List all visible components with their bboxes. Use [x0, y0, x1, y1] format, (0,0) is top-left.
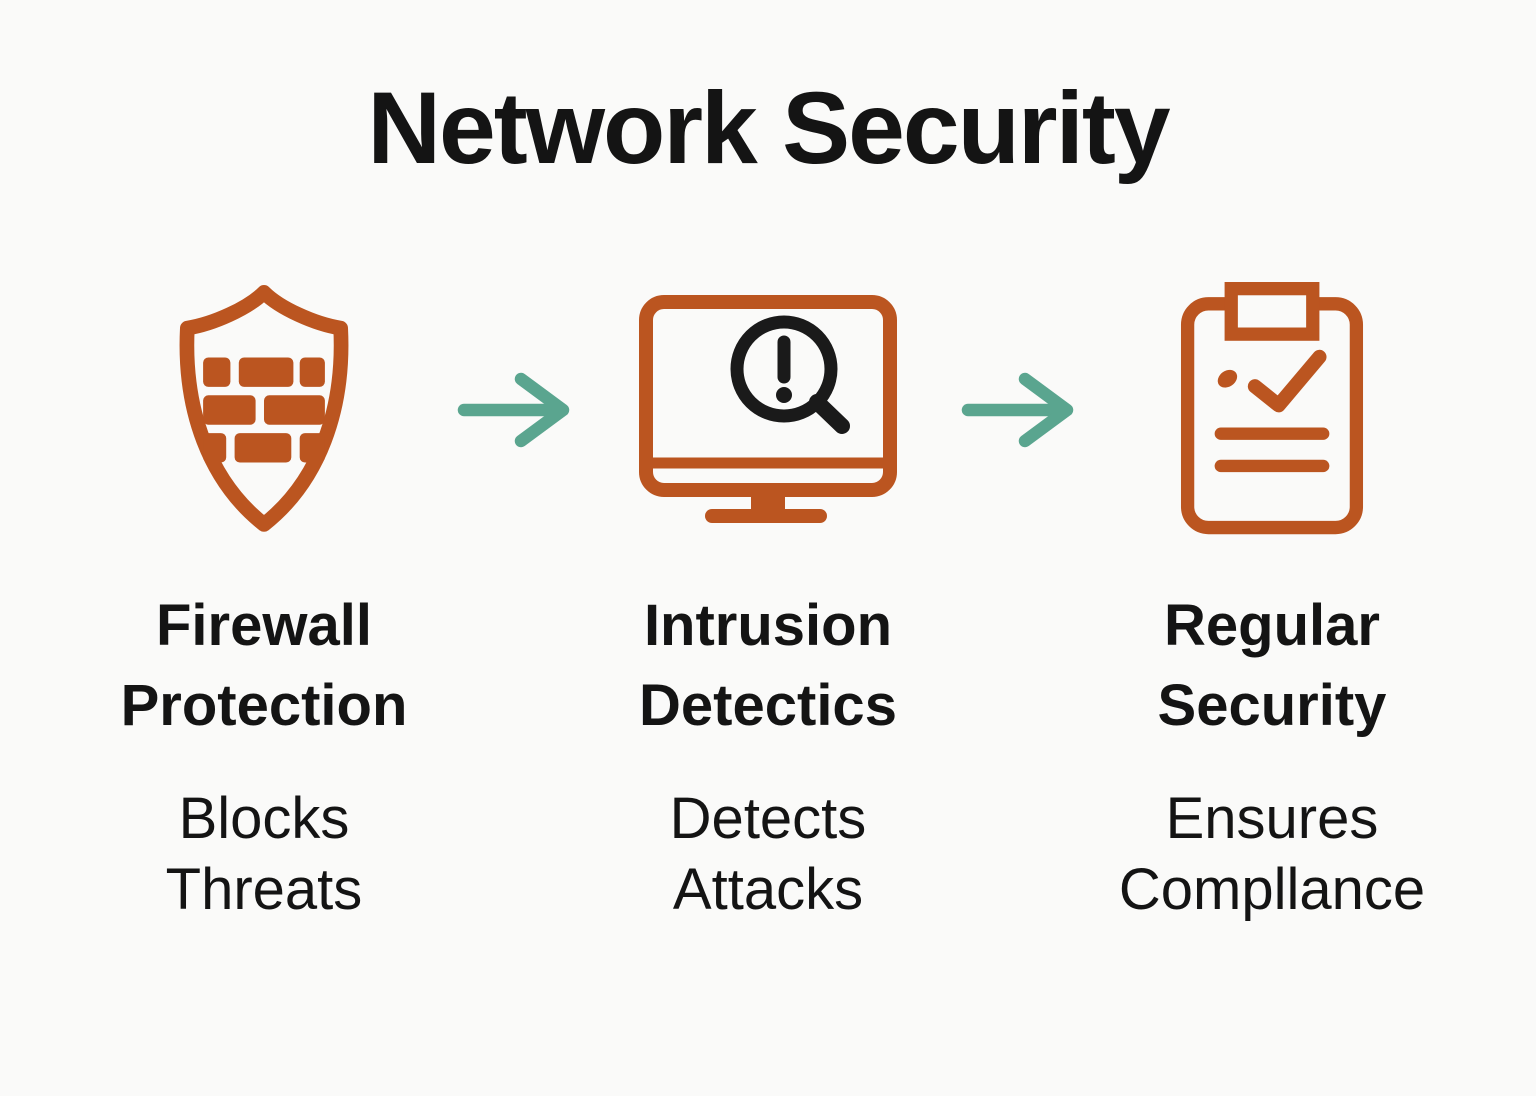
description-line: Threats [165, 857, 363, 922]
step-intrusion-detection: Intrusion Detectics Detects Attacks [582, 276, 954, 926]
step-heading: Intrusion Detectics [639, 586, 897, 746]
steps-row: Firewall Protection Blocks Threats [0, 276, 1536, 926]
security-clipboard-checklist-icon [1177, 276, 1367, 544]
heading-line: Security [1157, 673, 1387, 739]
heading-line: Detectics [639, 673, 897, 739]
heading-line: Regular [1164, 593, 1380, 659]
right-arrow-icon [450, 276, 582, 544]
page-title: Network Security [367, 71, 1170, 185]
description-line: Blocks [178, 786, 350, 852]
heading-line: Intrusion [643, 593, 893, 659]
heading-line: Firewall [156, 593, 372, 659]
description-line: Compllance [1118, 857, 1426, 922]
step-firewall-protection: Firewall Protection Blocks Threats [78, 276, 450, 926]
step-heading: Firewall Protection [121, 586, 408, 746]
step-description: Detects Attacks [670, 784, 867, 926]
step-description: Blocks Threats [166, 784, 363, 926]
step-description: Ensures Compllance [1119, 784, 1425, 926]
step-regular-security: Regular Security Ensures Compllance [1086, 276, 1458, 926]
right-arrow-icon [954, 276, 1086, 544]
description-line: Detects [669, 786, 867, 852]
description-line: Ensures [1165, 786, 1379, 852]
intrusion-monitor-search-alert-icon [636, 276, 900, 544]
heading-line: Protection [120, 673, 408, 739]
firewall-shield-icon [159, 276, 369, 544]
network-security-infographic: Network Security [0, 72, 1536, 1096]
step-heading: Regular Security [1158, 586, 1387, 746]
description-line: Attacks [672, 857, 864, 922]
